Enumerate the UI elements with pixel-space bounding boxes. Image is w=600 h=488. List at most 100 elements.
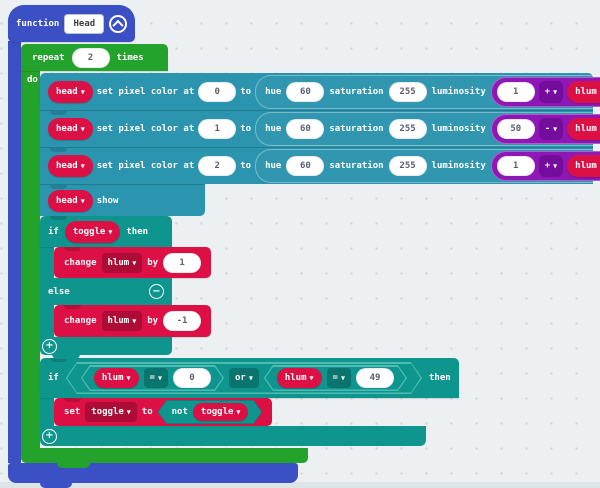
caret-down-icon: ▾ — [340, 373, 345, 383]
variable-label: hlum — [284, 373, 307, 383]
operator-dropdown[interactable]: + ▾ — [538, 80, 564, 103]
change-value-input[interactable]: 1 — [163, 252, 202, 273]
then-label: then — [126, 226, 149, 237]
if-block-bottom[interactable]: + — [40, 337, 172, 355]
operator-dropdown[interactable]: - ▾ — [538, 118, 564, 140]
caret-down-icon: ▾ — [157, 373, 162, 383]
do-label: do — [27, 75, 38, 85]
comparison-value-input[interactable]: 49 — [355, 368, 394, 388]
variable-label: hlum — [575, 161, 597, 171]
repeat-block-bottom[interactable] — [21, 448, 308, 463]
if-or-block-bottom[interactable]: + — [40, 426, 426, 446]
strip-dropdown[interactable]: head ▾ — [48, 155, 93, 177]
saturation-input[interactable]: 255 — [388, 119, 427, 139]
caret-down-icon: ▾ — [126, 373, 131, 383]
comparison-value-input[interactable]: 0 — [172, 368, 211, 388]
saturation-input[interactable]: 255 — [388, 81, 427, 102]
or-label: or — [234, 373, 246, 383]
variable-label: hlum — [575, 124, 597, 134]
not-block[interactable]: not toggle ▾ — [158, 400, 263, 424]
chevron-up-icon — [112, 19, 125, 31]
hsl-color-block[interactable]: hue 60 saturation 255 luminosity 1 + ▾ h… — [255, 74, 600, 109]
variable-dropdown[interactable]: hlum ▾ — [101, 252, 143, 273]
variable-dropdown[interactable]: toggle ▾ — [85, 402, 137, 422]
or-condition-block[interactable]: hlum ▾ = ▾ 0 or ▾ — [66, 362, 422, 394]
saturation-label: saturation — [329, 124, 384, 134]
set-pixel-color-block[interactable]: head ▾ set pixel color at 2 to hue 60 sa… — [40, 147, 600, 184]
pixel-index-input[interactable]: 2 — [198, 156, 237, 176]
operator-dropdown[interactable]: + ▾ — [538, 155, 564, 177]
variable-dropdown[interactable]: hlum ▾ — [93, 368, 139, 388]
hsl-color-block[interactable]: hue 60 saturation 255 luminosity 1 + ▾ h… — [255, 149, 600, 183]
math-operation-block[interactable]: 1 + ▾ hlum ▾ — [490, 76, 600, 107]
function-name-input[interactable]: Head — [64, 13, 105, 34]
variable-label: toggle — [200, 407, 234, 417]
remove-else-button[interactable]: − — [149, 284, 164, 299]
else-bar[interactable]: else − — [40, 278, 172, 305]
strip-dropdown[interactable]: head ▾ — [48, 118, 93, 140]
set-variable-block[interactable]: set toggle ▾ to not toggle ▾ — [54, 398, 273, 426]
change-label: change — [64, 316, 97, 326]
repeat-count-input[interactable]: 2 — [71, 47, 110, 68]
function-block-bottom[interactable] — [8, 463, 298, 483]
if-block-header[interactable]: if toggle ▾ then — [40, 216, 172, 247]
if-or-block-arm[interactable] — [40, 398, 54, 426]
repeat-block-arm[interactable] — [21, 71, 40, 448]
if-or-block-header[interactable]: if hlum ▾ = ▾ — [40, 358, 459, 398]
logic-operator-dropdown[interactable]: or ▾ — [228, 368, 259, 388]
comparison-operator-dropdown[interactable]: = ▾ — [326, 368, 351, 388]
hsl-color-block[interactable]: hue 60 saturation 255 luminosity 50 - ▾ … — [255, 112, 600, 146]
hue-input[interactable]: 60 — [286, 81, 325, 102]
add-else-button[interactable]: + — [42, 338, 57, 354]
condition-variable-dropdown[interactable]: toggle ▾ — [64, 220, 121, 243]
variable-label: toggle — [91, 407, 124, 417]
operand-input[interactable]: 1 — [496, 81, 535, 102]
hue-input[interactable]: 60 — [286, 119, 325, 139]
change-variable-block[interactable]: change hlum ▾ by 1 — [54, 247, 212, 278]
not-label: not — [171, 407, 188, 417]
repeat-label: repeat — [32, 52, 65, 63]
strip-dropdown[interactable]: head ▾ — [48, 189, 93, 212]
hue-input[interactable]: 60 — [286, 156, 325, 176]
set-pixel-color-block[interactable]: head ▾ set pixel color at 0 to hue 60 sa… — [40, 73, 600, 110]
variable-dropdown[interactable]: toggle ▾ — [192, 403, 249, 421]
variable-dropdown[interactable]: hlum ▾ — [567, 155, 600, 177]
operator-label: = — [332, 373, 338, 383]
caret-down-icon: ▾ — [80, 87, 85, 96]
set-pixel-color-block[interactable]: head ▾ set pixel color at 1 to hue 60 sa… — [40, 110, 600, 147]
if-label: if — [48, 373, 59, 383]
operator-label: = — [149, 373, 155, 383]
strip-show-block[interactable]: head ▾ show — [40, 184, 205, 216]
strip-dropdown[interactable]: head ▾ — [48, 80, 93, 103]
comparison-block[interactable]: hlum ▾ = ▾ 49 — [264, 365, 407, 391]
saturation-input[interactable]: 255 — [388, 156, 427, 176]
set-label: set — [64, 407, 81, 417]
pixel-index-input[interactable]: 0 — [198, 81, 237, 102]
function-block-header[interactable]: function Head — [8, 5, 136, 42]
comparison-block[interactable]: hlum ▾ = ▾ 0 — [81, 365, 224, 391]
add-else-button[interactable]: + — [42, 428, 57, 444]
change-value-input[interactable]: -1 — [163, 311, 202, 331]
pixel-index-input[interactable]: 1 — [198, 119, 237, 139]
variable-dropdown[interactable]: hlum ▾ — [101, 311, 143, 331]
collapse-block-button[interactable] — [109, 14, 128, 33]
comparison-operator-dropdown[interactable]: = ▾ — [143, 368, 168, 388]
variable-dropdown[interactable]: hlum ▾ — [567, 80, 600, 103]
repeat-block-header[interactable]: repeat 2 times — [21, 44, 168, 71]
operand-input[interactable]: 1 — [496, 156, 535, 176]
variable-dropdown[interactable]: hlum ▾ — [567, 118, 600, 140]
math-operation-block[interactable]: 1 + ▾ hlum ▾ — [490, 151, 600, 181]
function-label: function — [16, 18, 60, 29]
caret-down-icon: ▾ — [309, 373, 314, 383]
change-label: change — [64, 257, 97, 268]
variable-label: hlum — [101, 373, 124, 383]
operand-input[interactable]: 50 — [496, 119, 535, 139]
math-operation-block[interactable]: 50 - ▾ hlum ▾ — [490, 114, 600, 144]
caret-down-icon: ▾ — [248, 373, 253, 383]
then-label: then — [428, 373, 451, 383]
caret-down-icon: ▾ — [132, 258, 137, 267]
function-block-arm[interactable] — [8, 41, 21, 463]
change-variable-block[interactable]: change hlum ▾ by -1 — [54, 305, 212, 337]
variable-dropdown[interactable]: hlum ▾ — [276, 368, 322, 388]
